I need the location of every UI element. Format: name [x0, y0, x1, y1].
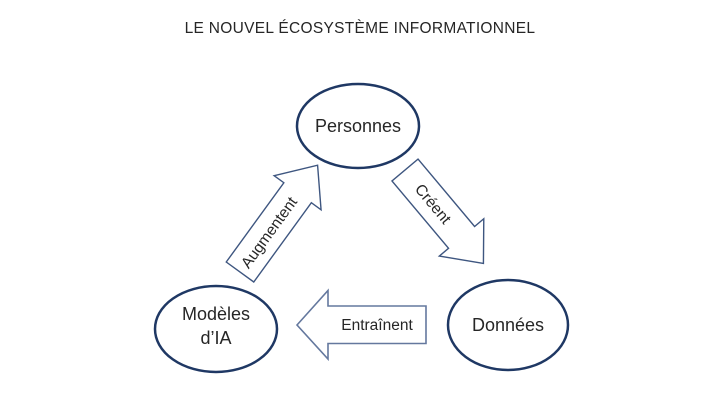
- arrow-entrainent-shape: [295, 288, 427, 362]
- node-ellipse-modeles-ia: [153, 284, 279, 374]
- node-label-modeles-line2: d’IA: [200, 328, 231, 348]
- arrow-augmentent-shape: [225, 164, 322, 283]
- diagram-title: LE NOUVEL ÉCOSYSTÈME INFORMATIONNEL: [184, 20, 536, 37]
- arrow-augmentent: Augmentent: [225, 164, 322, 283]
- node-label-modeles-line1: Modèles: [182, 304, 250, 324]
- node-ellipse-donnees: [446, 278, 570, 372]
- edge-label-entrainent: Entraînent: [341, 317, 413, 334]
- node-label-donnees: Données: [472, 315, 544, 335]
- node-ellipse-personnes: [295, 82, 421, 170]
- node-label-personnes: Personnes: [315, 116, 401, 136]
- arrow-creent: Créent: [390, 158, 485, 265]
- arrow-creent-shape: [390, 158, 485, 265]
- arrow-entrainent: Entraînent: [295, 288, 427, 362]
